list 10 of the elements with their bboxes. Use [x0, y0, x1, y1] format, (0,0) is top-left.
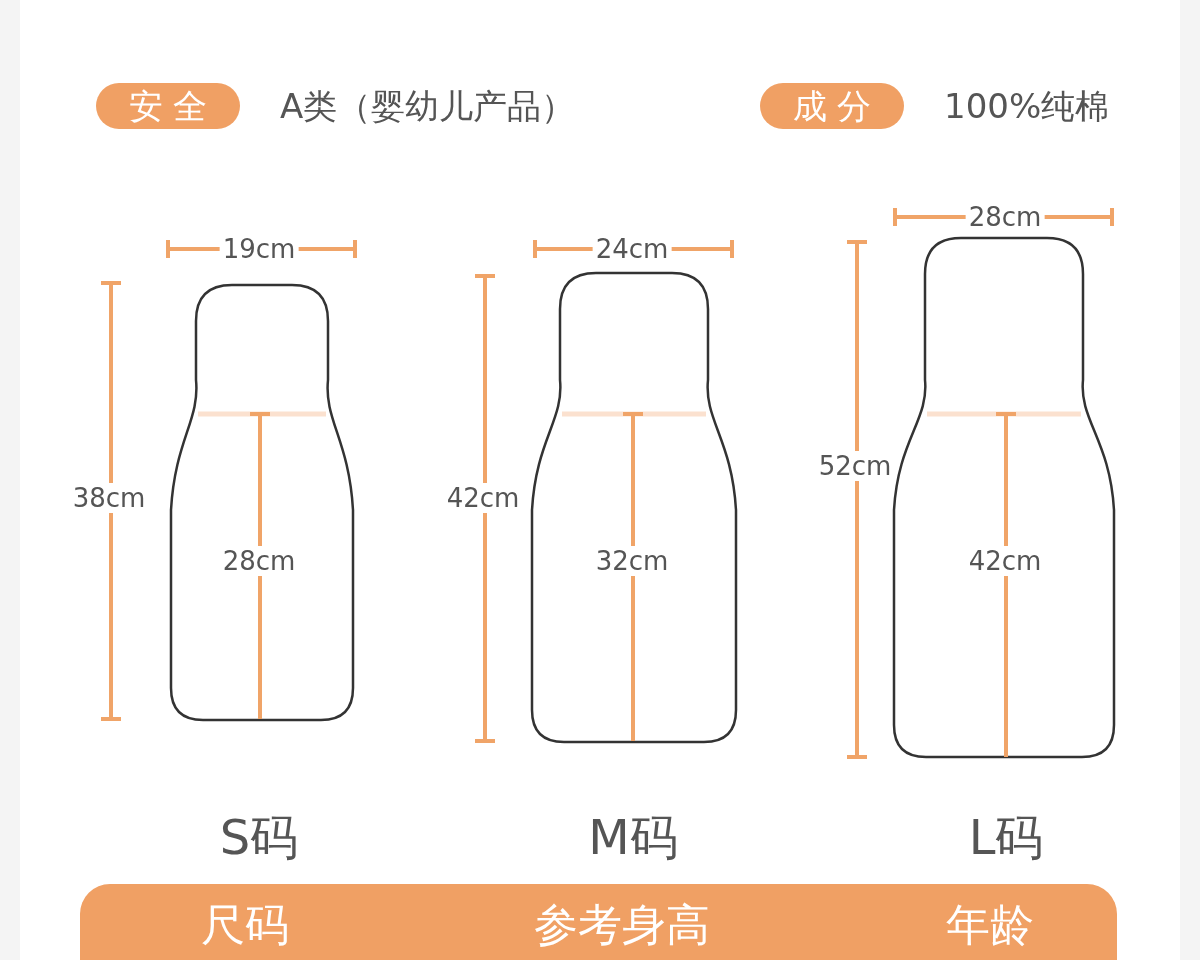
column-heading: 尺码 — [201, 898, 289, 952]
size-label: M码 — [588, 809, 678, 865]
value-text: A类（婴幼儿产品） — [280, 85, 576, 128]
column-heading: 参考身高 — [534, 898, 710, 952]
size-label: S码 — [219, 809, 299, 865]
category-badge: 成 分 — [760, 83, 904, 129]
category-badge: 安 全 — [96, 83, 240, 129]
value-text: 100%纯棉 — [944, 85, 1110, 128]
column-heading: 年龄 — [946, 898, 1034, 952]
size-label: L码 — [968, 809, 1044, 865]
